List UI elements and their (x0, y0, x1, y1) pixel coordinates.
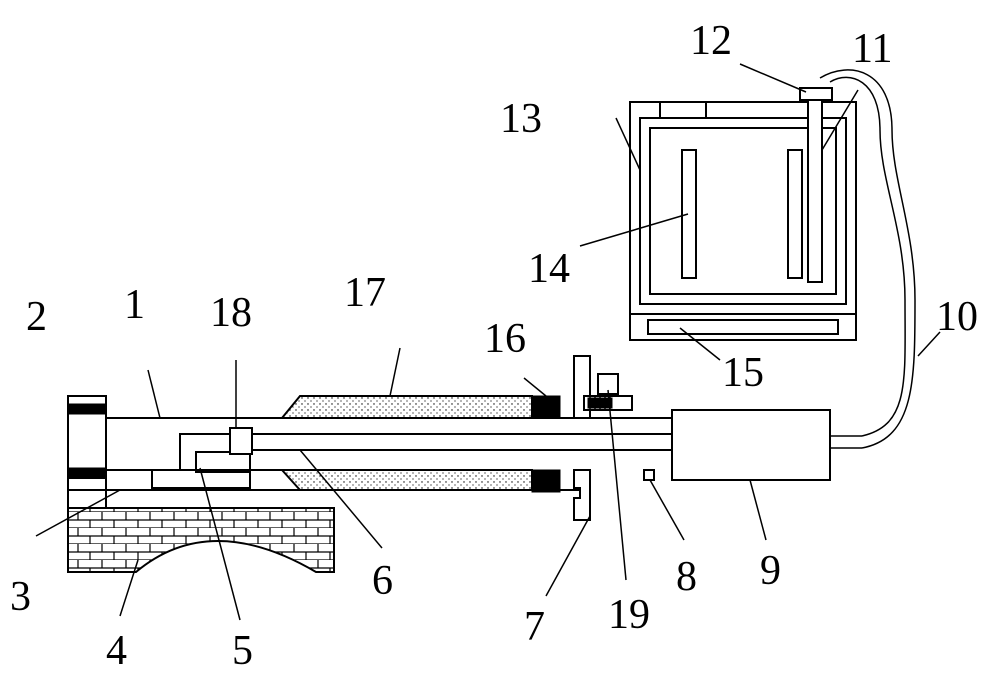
label-14: 14 (528, 246, 570, 292)
label-18: 18 (210, 290, 252, 336)
leader-lines (35, 63, 941, 621)
part-2-end-cap (67, 395, 107, 509)
part-11-rod (807, 95, 823, 283)
label-1: 1 (124, 282, 145, 328)
part-19-screw (583, 373, 633, 411)
part-9-housing (671, 409, 831, 481)
part-15-tray (629, 313, 857, 341)
label-15: 15 (722, 350, 764, 396)
label-19: 19 (608, 592, 650, 638)
label-2: 2 (26, 294, 47, 340)
part-4-base (67, 507, 335, 573)
part-14-plate (681, 149, 803, 279)
part-5-block (151, 433, 251, 489)
label-16: 16 (484, 316, 526, 362)
part-6-tube (180, 433, 862, 451)
label-7: 7 (524, 604, 545, 650)
part-10-cable (829, 76, 906, 437)
part-17-cladding (279, 395, 533, 491)
part-16-seal (531, 395, 561, 493)
part-7-clamp (573, 355, 591, 521)
part-12-cap (799, 87, 833, 101)
label-12: 12 (690, 18, 732, 64)
part-10-cable-outer (819, 69, 916, 449)
label-6: 6 (372, 558, 393, 604)
label-5: 5 (232, 628, 253, 674)
label-4: 4 (106, 628, 127, 674)
part-8-sensor (643, 469, 655, 481)
label-3: 3 (10, 574, 31, 620)
label-8: 8 (676, 554, 697, 600)
label-10: 10 (936, 294, 978, 340)
label-11: 11 (852, 26, 892, 72)
part-labels: 2 1 18 17 16 13 12 11 14 10 15 3 4 5 6 7… (10, 18, 978, 674)
label-13: 13 (500, 96, 542, 142)
label-9: 9 (760, 548, 781, 594)
label-17: 17 (344, 270, 386, 316)
part-18-sensor (229, 427, 253, 455)
